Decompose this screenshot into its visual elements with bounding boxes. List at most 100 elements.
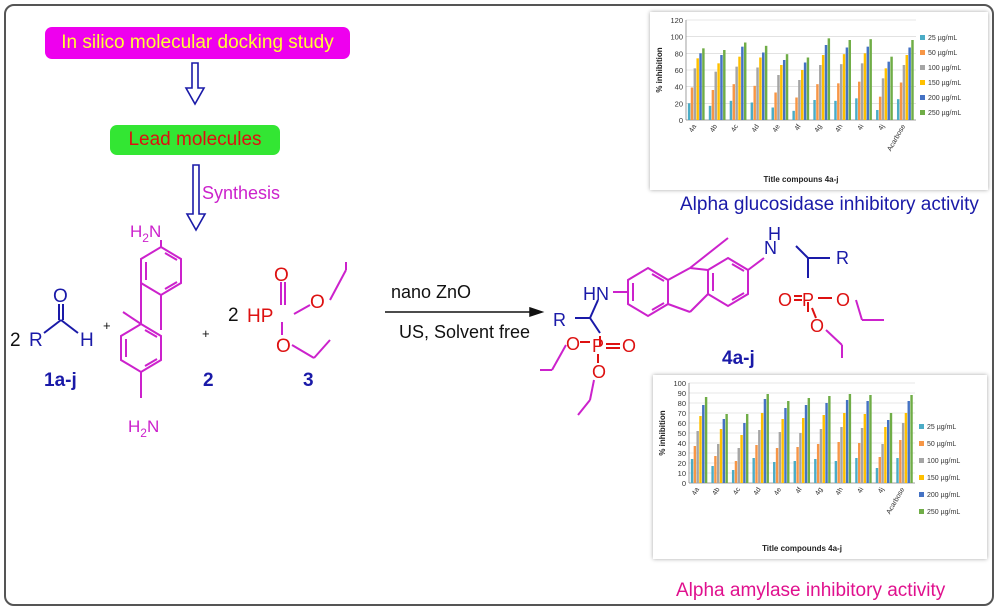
- y-tick-label: 60: [678, 419, 686, 428]
- bar: [732, 84, 736, 120]
- svg-text:N: N: [764, 238, 777, 258]
- bar: [907, 401, 910, 483]
- bar: [731, 470, 735, 483]
- x-axis-title: Title compounds 4a-j: [762, 544, 842, 553]
- bar: [908, 47, 911, 120]
- bar: [860, 63, 864, 120]
- y-tick-label: 80: [678, 399, 686, 408]
- lead-molecules-box: Lead molecules: [110, 125, 280, 155]
- product-right-phosphonate: [794, 295, 832, 319]
- plus-sign-1: +: [103, 318, 111, 333]
- bar: [762, 52, 765, 120]
- bar: [863, 53, 867, 121]
- bar: [890, 56, 893, 120]
- bar: [711, 90, 715, 120]
- x-tick-label: 4c: [732, 486, 742, 496]
- bar: [760, 413, 764, 483]
- y-tick-label: 20: [675, 99, 683, 108]
- lead-molecules-label: Lead molecules: [128, 129, 262, 150]
- bar: [774, 92, 777, 120]
- bar: [848, 394, 852, 483]
- compound-label-2: 2: [203, 370, 214, 391]
- compound-label-3: 3: [303, 370, 314, 391]
- y-axis-title: % inhibition: [655, 47, 664, 92]
- svg-text:H2N: H2N: [128, 417, 159, 440]
- compound-label-1a-j: 1a-j: [44, 370, 77, 391]
- bar: [725, 414, 728, 483]
- legend-label: 100 µg/mL: [928, 65, 961, 72]
- docking-study-label: In silico molecular docking study: [61, 32, 334, 53]
- bar: [837, 442, 840, 483]
- legend-swatch: [920, 65, 925, 70]
- legend-label: 50 µg/mL: [927, 441, 956, 448]
- bar: [777, 75, 780, 120]
- bar: [863, 414, 867, 483]
- legend-swatch: [920, 35, 925, 40]
- bar: [834, 100, 837, 120]
- bar: [799, 433, 802, 483]
- svg-text:O: O: [53, 286, 68, 307]
- bar: [911, 40, 914, 120]
- bar: [696, 58, 699, 120]
- legend-swatch: [919, 441, 924, 446]
- bar: [881, 444, 884, 483]
- bar: [753, 85, 756, 120]
- y-axis-title: % inhibition: [658, 410, 667, 455]
- bar: [806, 57, 810, 120]
- legend-swatch: [920, 80, 925, 85]
- bar: [781, 419, 784, 483]
- bar: [858, 443, 861, 483]
- bar: [782, 60, 786, 120]
- bar: [738, 56, 741, 120]
- bar: [813, 100, 816, 120]
- bar: [837, 83, 840, 120]
- bar: [819, 429, 823, 483]
- flow-arrow-1: [184, 62, 206, 106]
- y-tick-label: 40: [678, 439, 686, 448]
- bar: [866, 401, 869, 483]
- bar: [775, 448, 779, 483]
- x-tick-label: 4f: [794, 123, 803, 132]
- bar: [828, 396, 831, 483]
- bar: [807, 398, 811, 483]
- legend-swatch: [919, 458, 924, 463]
- aldehyde-atoms: O R H: [29, 286, 94, 351]
- aldehyde-structure: [43, 304, 79, 334]
- bar: [896, 458, 899, 483]
- diamine-structure: [120, 240, 182, 398]
- bar: [758, 430, 761, 483]
- legend-label: 200 µg/mL: [927, 492, 960, 499]
- phosphite-structure: [280, 262, 347, 359]
- x-tick-label: 4a: [688, 123, 698, 133]
- bar: [785, 54, 789, 120]
- bar: [858, 81, 861, 120]
- bar: [860, 428, 864, 483]
- x-tick-label: 4d: [753, 486, 763, 496]
- legend-label: 200 µg/mL: [928, 95, 961, 102]
- bar: [793, 461, 796, 483]
- y-tick-label: 20: [678, 459, 686, 468]
- legend-swatch: [920, 95, 925, 100]
- bar: [711, 466, 714, 483]
- coefficient-phosphite: 2: [228, 305, 239, 326]
- y-tick-label: 10: [678, 469, 686, 478]
- bar: [717, 444, 720, 483]
- legend-label: 250 µg/mL: [927, 509, 960, 516]
- legend-label: 50 µg/mL: [928, 50, 957, 57]
- bar: [699, 53, 702, 121]
- x-tick-label: 4h: [835, 486, 845, 496]
- bar: [876, 110, 879, 120]
- bar: [822, 415, 825, 483]
- bar: [740, 435, 743, 483]
- svg-text:O: O: [566, 334, 580, 354]
- legend-swatch: [920, 110, 925, 115]
- bar: [842, 54, 846, 120]
- compound-label-4a-j: 4a-j: [722, 348, 755, 369]
- svg-text:R: R: [29, 330, 43, 351]
- docking-study-box: In silico molecular docking study: [45, 27, 350, 59]
- bar: [855, 458, 858, 483]
- legend-swatch: [919, 509, 924, 514]
- amylase-caption: Alpha amylase inhibitory activity: [676, 580, 946, 601]
